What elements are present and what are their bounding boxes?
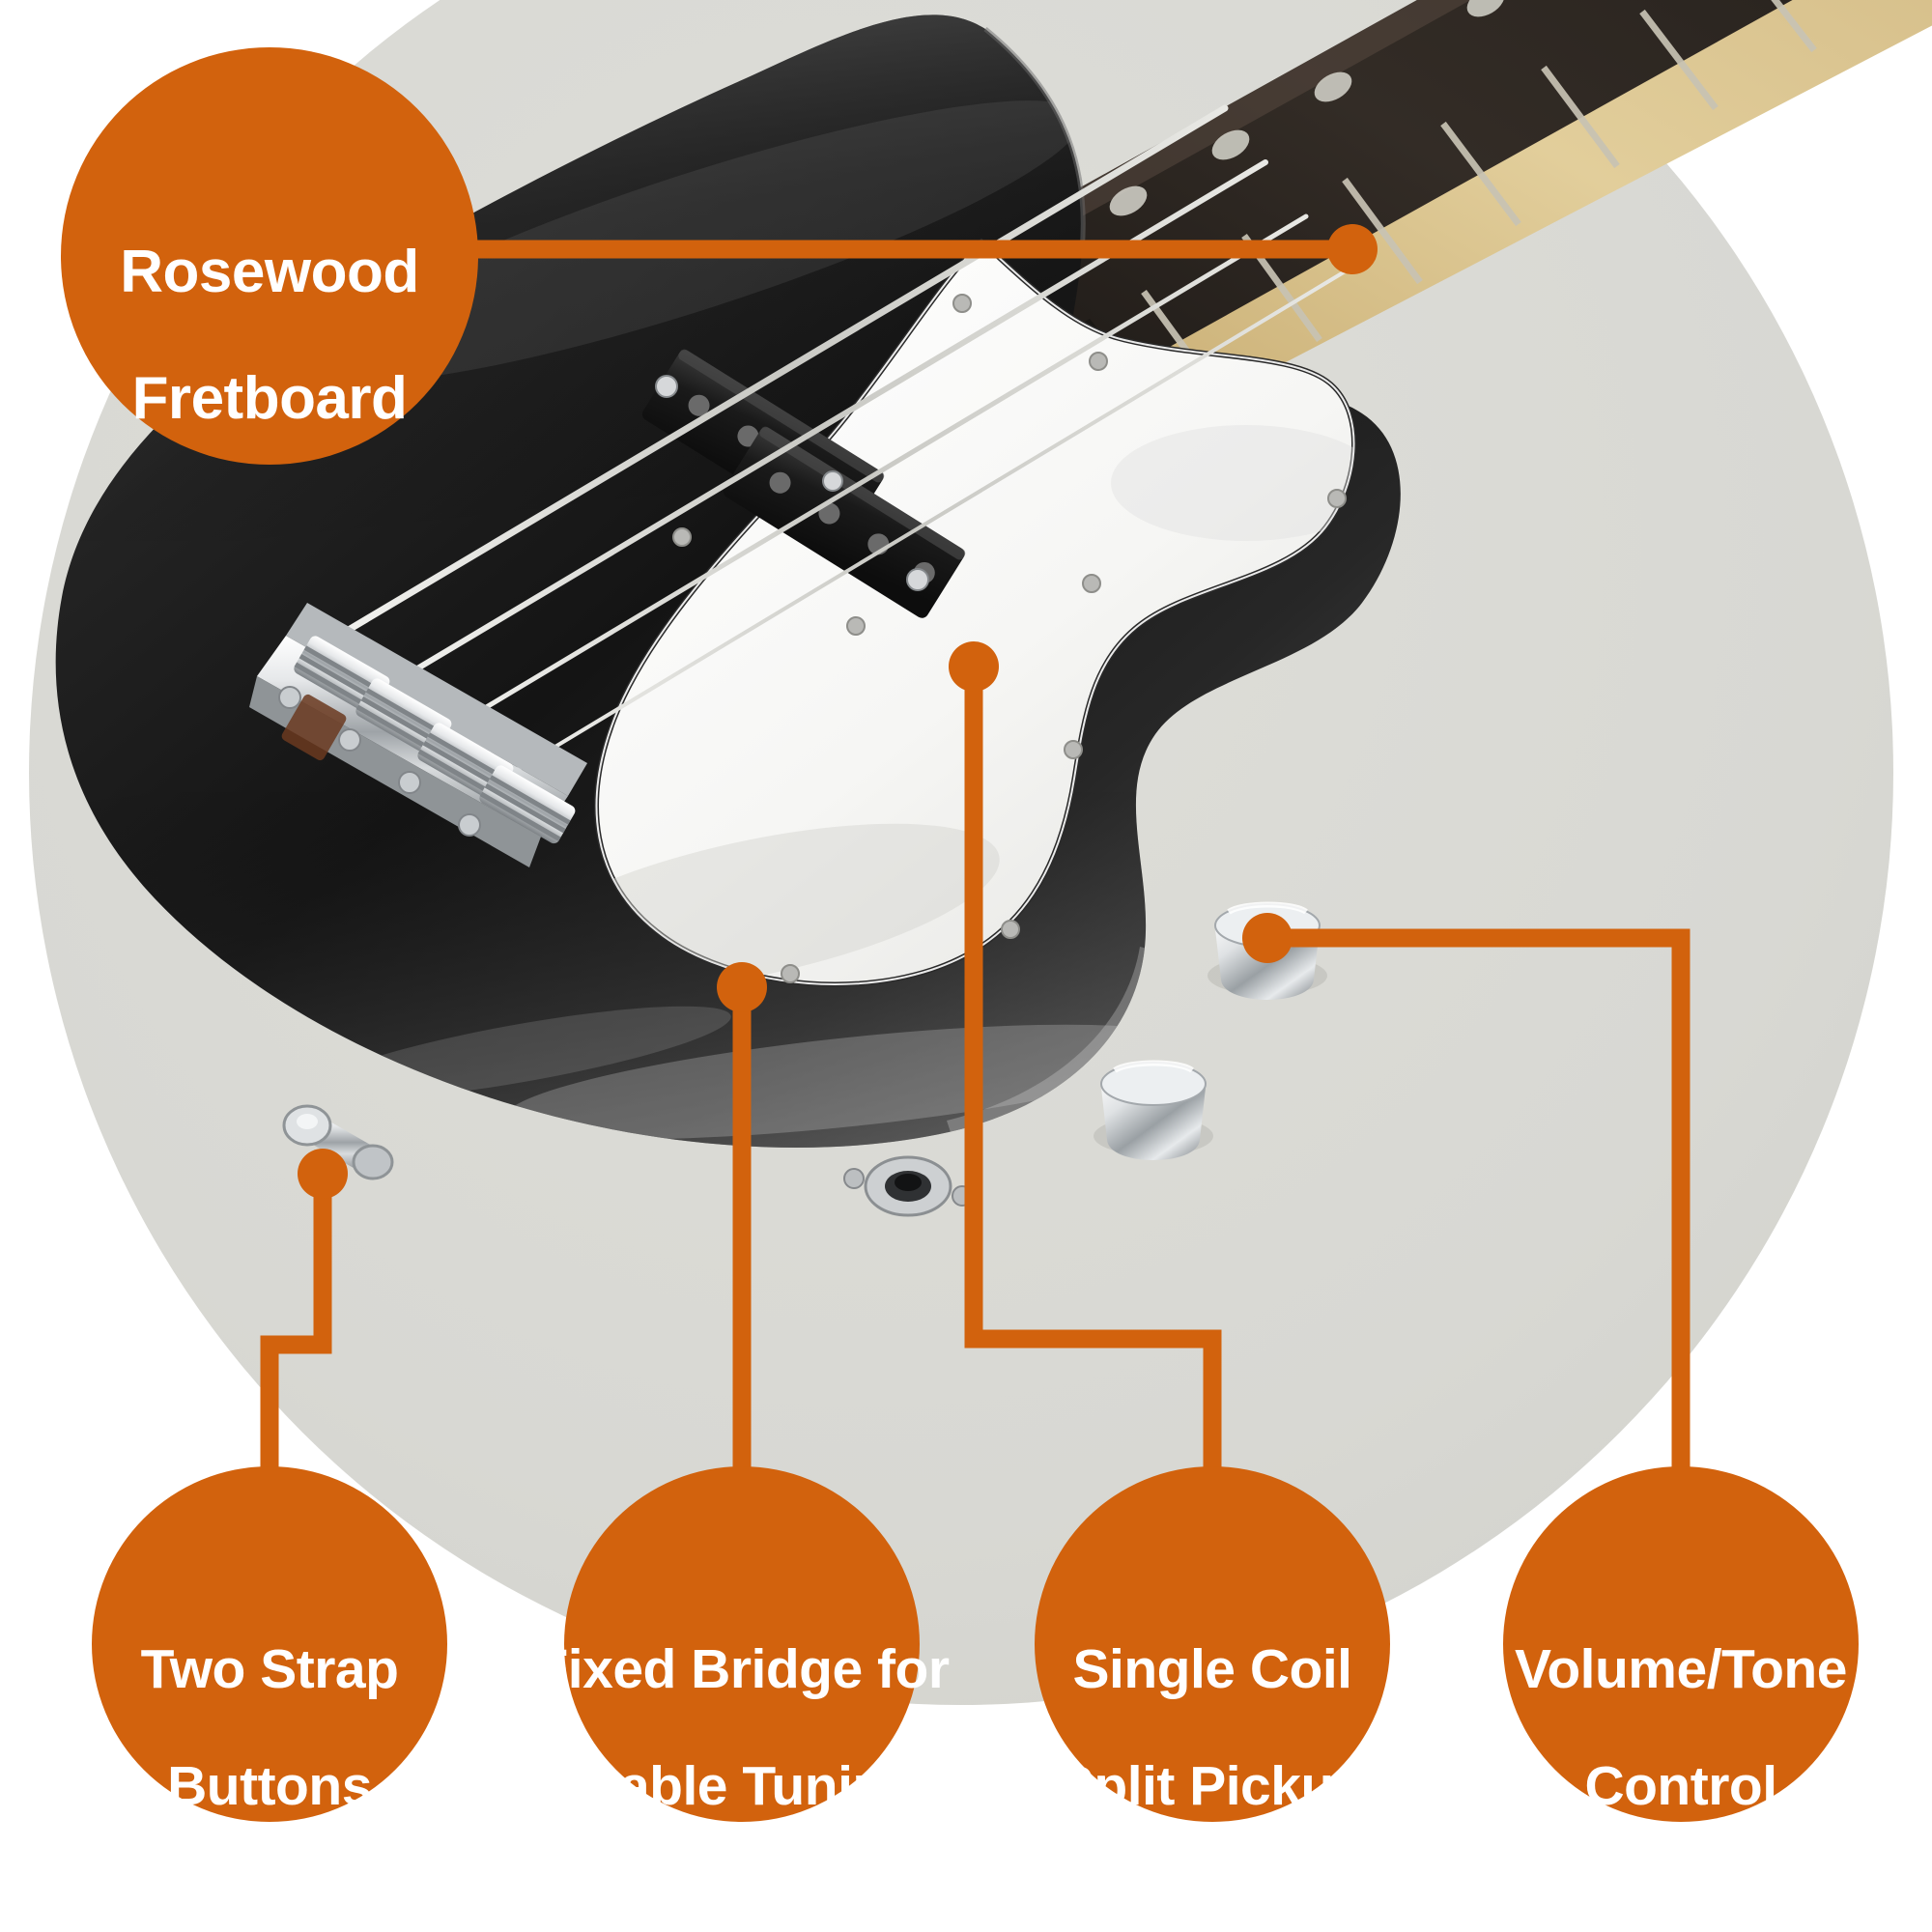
anchor-dot-rosewood-fretboard xyxy=(1327,224,1378,274)
callout-circle-rosewood-fretboard xyxy=(61,47,478,465)
anchor-dot-two-strap-buttons xyxy=(298,1149,348,1199)
callout-circle-two-strap-buttons xyxy=(92,1466,447,1822)
callout-anchor-dots xyxy=(298,224,1378,1199)
split-coil-pickup xyxy=(641,349,966,618)
callout-circle-single-coil-split-pickup xyxy=(1035,1466,1390,1822)
anchor-dot-volume-tone-control xyxy=(1242,913,1293,963)
callout-rosewood-fretboard[interactable] xyxy=(61,47,478,465)
callout-circle-volume-tone-control xyxy=(1503,1466,1859,1822)
fixed-bridge xyxy=(249,603,587,867)
callout-single-coil-split-pickup[interactable] xyxy=(1035,1466,1390,1822)
tone-knob xyxy=(1094,1060,1213,1160)
output-jack xyxy=(843,1155,973,1217)
callout-circles xyxy=(61,47,1859,1822)
callout-volume-tone-control[interactable] xyxy=(1503,1466,1859,1822)
strap-button xyxy=(282,1104,394,1180)
connector-volume-tone-control xyxy=(1267,928,1690,1642)
callout-two-strap-buttons[interactable] xyxy=(92,1466,447,1822)
callout-fixed-bridge[interactable] xyxy=(564,1466,920,1822)
callout-circle-fixed-bridge xyxy=(564,1466,920,1822)
anchor-dot-fixed-bridge xyxy=(717,962,767,1012)
pickguard-screws xyxy=(672,294,1347,983)
anchor-dot-single-coil-split-pickup xyxy=(949,641,999,692)
